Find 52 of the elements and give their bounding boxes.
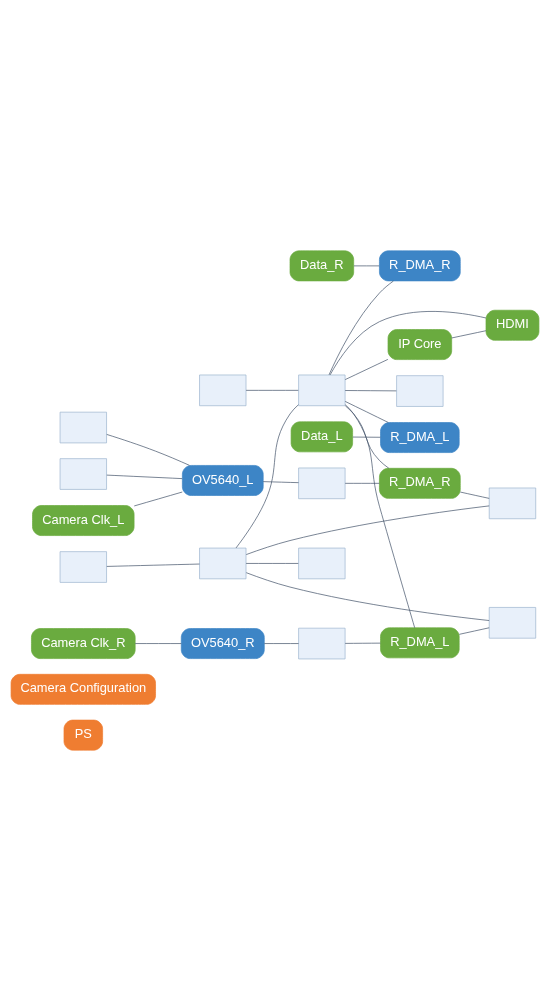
connector bbox=[134, 643, 182, 644]
node-box bbox=[488, 607, 537, 639]
node-box: Camera Clk_L bbox=[32, 505, 135, 536]
node-box bbox=[199, 374, 247, 407]
node-box bbox=[199, 547, 247, 580]
connector bbox=[458, 627, 490, 635]
connector bbox=[344, 642, 381, 644]
node-box bbox=[488, 487, 537, 520]
node-box bbox=[59, 458, 107, 490]
connector bbox=[106, 474, 183, 479]
connector bbox=[245, 505, 490, 555]
node-box: R_DMA_R bbox=[379, 250, 461, 282]
node-box bbox=[396, 375, 444, 407]
node-box bbox=[59, 551, 107, 583]
connector bbox=[459, 491, 490, 499]
connector bbox=[329, 311, 487, 376]
node-box: R_DMA_L bbox=[380, 422, 460, 453]
connector bbox=[263, 643, 299, 644]
connector bbox=[344, 390, 397, 392]
connector bbox=[133, 491, 183, 507]
node-box: Data_L bbox=[290, 421, 353, 453]
connector bbox=[352, 436, 381, 438]
connector bbox=[353, 265, 380, 267]
node-box: PS bbox=[63, 719, 103, 751]
node-box: IP Core bbox=[387, 329, 453, 360]
node-box bbox=[298, 627, 346, 660]
connector bbox=[106, 563, 200, 567]
node-box: Camera Clk_R bbox=[31, 628, 136, 659]
node-box: Camera Configuration bbox=[10, 673, 156, 705]
connector bbox=[262, 481, 299, 484]
node-box bbox=[298, 467, 346, 500]
node-box bbox=[298, 374, 346, 407]
connector bbox=[344, 482, 380, 484]
connector bbox=[344, 405, 390, 469]
node-box bbox=[59, 411, 107, 444]
node-box bbox=[298, 547, 346, 580]
connector bbox=[344, 359, 389, 380]
connector bbox=[235, 404, 299, 549]
node-box: R_DMA_R bbox=[379, 467, 461, 499]
connector bbox=[451, 330, 487, 339]
connector bbox=[344, 404, 416, 629]
connector bbox=[328, 280, 394, 376]
node-box: OV5640_R bbox=[180, 628, 265, 659]
node-box: Data_R bbox=[289, 250, 355, 282]
node-box: R_DMA_L bbox=[380, 627, 460, 659]
node-box: OV5640_L bbox=[182, 465, 264, 496]
connector bbox=[245, 563, 299, 564]
connector bbox=[245, 389, 299, 391]
connector bbox=[106, 434, 190, 466]
node-box: HDMI bbox=[485, 309, 540, 341]
connector bbox=[245, 572, 490, 621]
connector bbox=[344, 401, 389, 423]
